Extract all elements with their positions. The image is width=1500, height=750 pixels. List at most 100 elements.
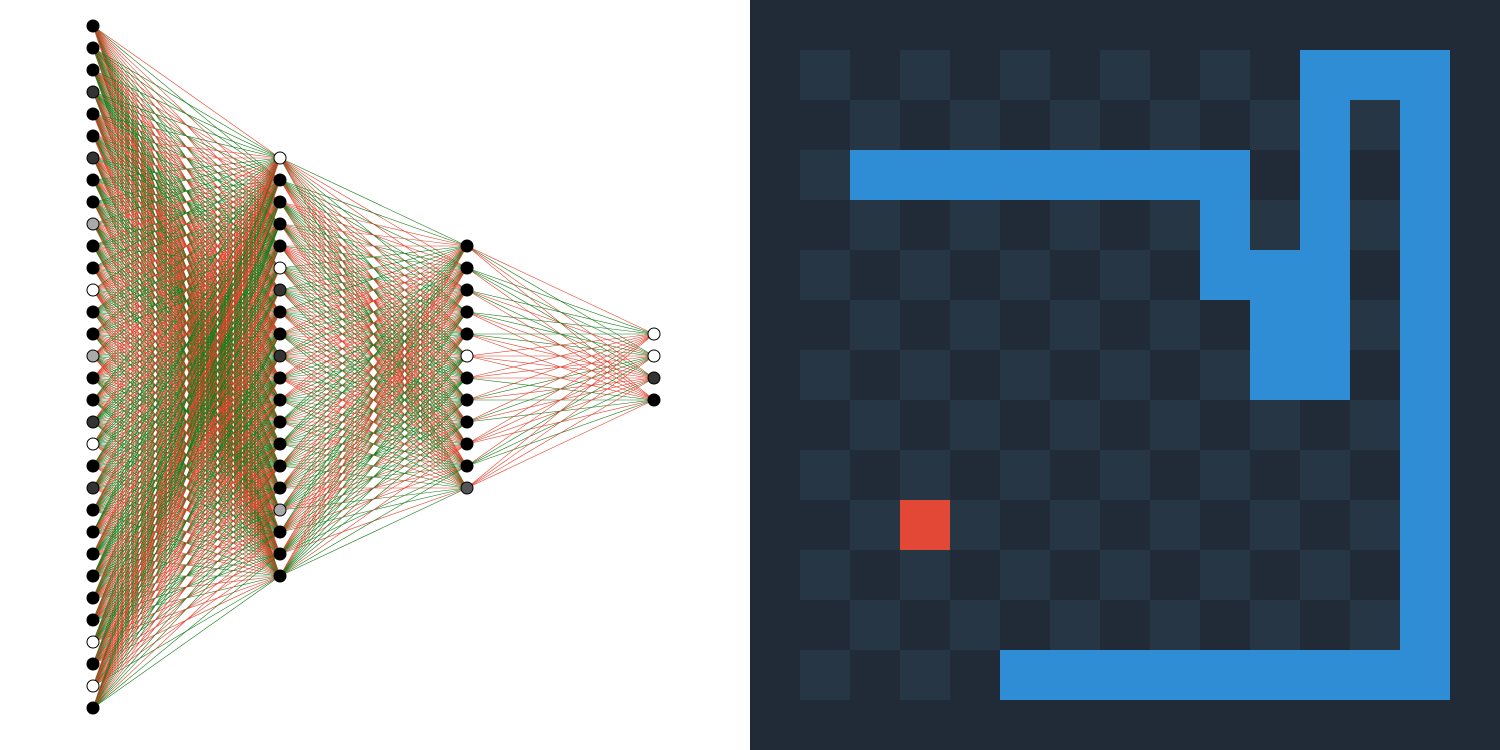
snake-segment (1300, 350, 1350, 400)
weight-line (466, 333, 655, 445)
neuron (460, 371, 474, 385)
neuron (273, 217, 287, 231)
neuron (86, 19, 100, 33)
snake-segment (1400, 200, 1450, 250)
grid-tile (900, 300, 950, 350)
snake-segment (1300, 250, 1350, 300)
weight-line (92, 421, 281, 709)
grid-tile (900, 550, 950, 600)
grid-tile (1350, 400, 1400, 450)
neuron (86, 547, 100, 561)
snake-segment (950, 150, 1000, 200)
neuron (273, 239, 287, 253)
grid-tile (1200, 100, 1250, 150)
snake-segment (1250, 300, 1300, 350)
weight-line (92, 69, 281, 159)
weight-line (92, 157, 281, 335)
grid-tile (1050, 100, 1100, 150)
grid-tile (1350, 500, 1400, 550)
grid-tile (1150, 300, 1200, 350)
grid-tile (950, 350, 1000, 400)
neuron (86, 657, 100, 671)
grid-tile (1000, 350, 1050, 400)
grid-tile (800, 450, 850, 500)
grid-tile (850, 650, 900, 700)
grid-tile (1350, 100, 1400, 150)
grid-tile (950, 550, 1000, 600)
neuron (86, 679, 100, 693)
grid-tile (1250, 400, 1300, 450)
grid-tile (1150, 250, 1200, 300)
grid-tile (1050, 450, 1100, 500)
snake-segment (1400, 100, 1450, 150)
weight-line (92, 157, 281, 621)
neuron (273, 349, 287, 363)
grid-tile (1000, 550, 1050, 600)
grid-tile (900, 650, 950, 700)
neuron (86, 63, 100, 77)
neuron (460, 239, 474, 253)
grid-tile (850, 450, 900, 500)
weight-line (279, 399, 468, 577)
neuron (460, 437, 474, 451)
weight-line (279, 245, 468, 269)
checkerboard-grid (800, 50, 1450, 700)
weight-line (92, 487, 281, 709)
snake-segment (1050, 150, 1100, 200)
neuron (86, 239, 100, 253)
snake-segment (1400, 500, 1450, 550)
grid-tile (1050, 500, 1100, 550)
grid-tile (1250, 600, 1300, 650)
weight-line (279, 245, 468, 357)
grid-tile (1050, 200, 1100, 250)
snake-segment (850, 150, 900, 200)
grid-tile (900, 450, 950, 500)
grid-tile (850, 350, 900, 400)
weight-line (279, 245, 468, 533)
weight-line (92, 553, 281, 709)
grid-tile (850, 500, 900, 550)
weight-line (279, 377, 468, 577)
snake-game-canvas (750, 0, 1500, 750)
weight-line (92, 157, 281, 291)
snake-segment (1300, 100, 1350, 150)
weight-line (92, 157, 281, 665)
grid-tile (1350, 150, 1400, 200)
weight-line (279, 311, 468, 577)
grid-tile (1050, 550, 1100, 600)
neuron (86, 481, 100, 495)
grid-tile (1150, 550, 1200, 600)
weight-line (279, 245, 468, 555)
grid-tile (800, 350, 850, 400)
weight-line (92, 157, 281, 687)
grid-tile (1200, 600, 1250, 650)
grid-tile (1100, 50, 1150, 100)
neuron (86, 195, 100, 209)
neuron (86, 503, 100, 517)
neuron (86, 349, 100, 363)
grid-tile (800, 100, 850, 150)
neuron (273, 327, 287, 341)
grid-tile (950, 100, 1000, 150)
grid-tile (1150, 450, 1200, 500)
grid-tile (1050, 400, 1100, 450)
neuron (460, 305, 474, 319)
grid-tile (1050, 600, 1100, 650)
grid-tile (950, 300, 1000, 350)
grid-tile (1200, 550, 1250, 600)
grid-tile (1350, 300, 1400, 350)
neuron (86, 151, 100, 165)
grid-tile (1250, 100, 1300, 150)
grid-tile (1100, 450, 1150, 500)
neuron (460, 327, 474, 341)
layer-hidden-2 (460, 239, 474, 495)
grid-tile (1100, 350, 1150, 400)
weight-line (279, 333, 468, 577)
grid-tile (1000, 200, 1050, 250)
weight-line (92, 157, 281, 577)
neuron (460, 349, 474, 363)
grid-tile (950, 400, 1000, 450)
snake-segment (1100, 650, 1150, 700)
neuron (647, 393, 661, 407)
grid-tile (1000, 400, 1050, 450)
